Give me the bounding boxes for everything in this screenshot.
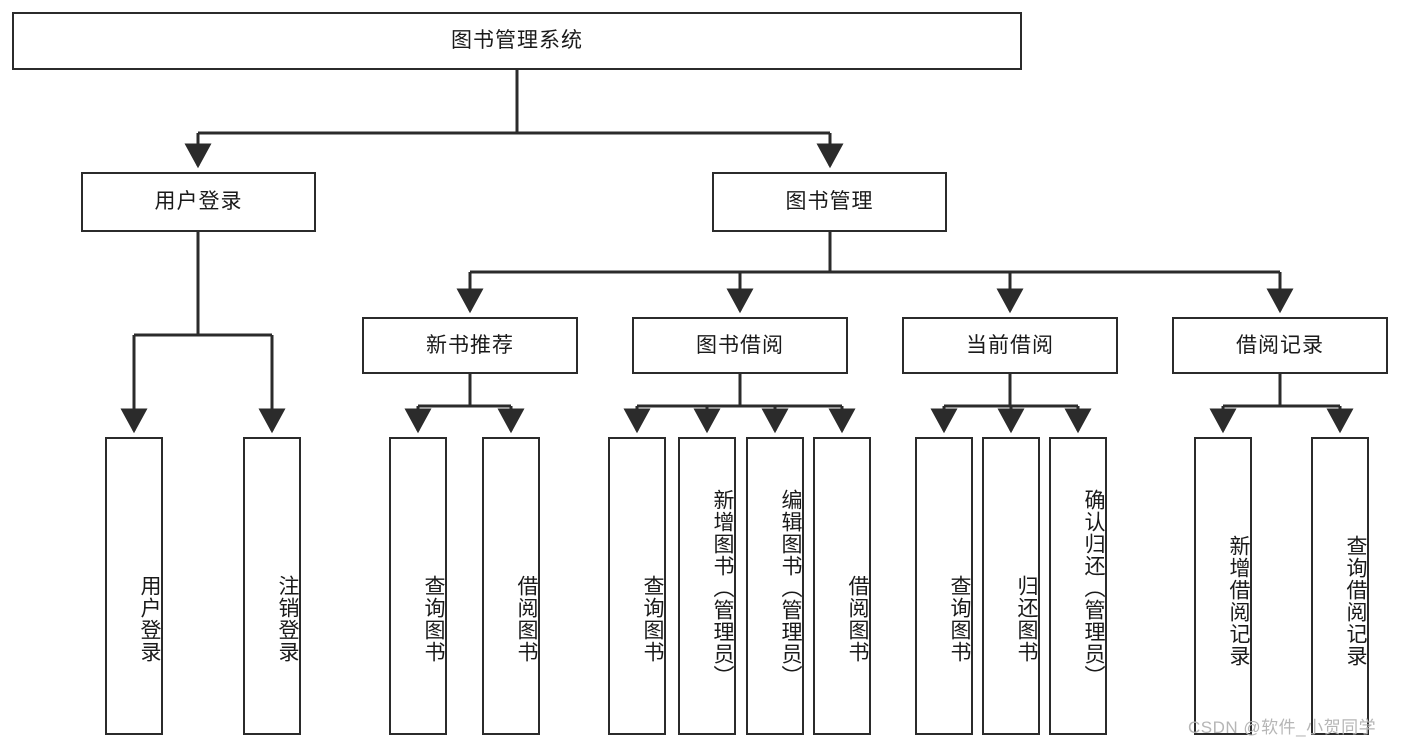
node-leaf-new-book-rec-1-label: 查询图书	[422, 575, 445, 663]
node-leaf-new-book-rec-2-label: 借阅图书	[515, 575, 538, 663]
node-leaf-borrow-record-1-label: 新增借阅记录	[1227, 535, 1250, 667]
node-leaf-current-borrow-3-label: 确认归还（管理员）	[1082, 489, 1105, 687]
node-leaf-book-borrow-3[interactable]: 编辑图书（管理员）	[746, 437, 804, 735]
node-book-borrow[interactable]: 图书借阅	[632, 317, 848, 374]
node-leaf-borrow-record-1[interactable]: 新增借阅记录	[1194, 437, 1252, 735]
node-leaf-user-login-1-label: 用户登录	[138, 575, 161, 663]
node-leaf-current-borrow-3[interactable]: 确认归还（管理员）	[1049, 437, 1107, 735]
node-user-login[interactable]: 用户登录	[81, 172, 316, 232]
node-leaf-user-login-2[interactable]: 注销登录	[243, 437, 301, 735]
node-new-book-rec-label: 新书推荐	[426, 333, 514, 357]
node-user-login-label: 用户登录	[154, 190, 243, 214]
node-leaf-book-borrow-1-label: 查询图书	[641, 575, 664, 663]
node-leaf-book-borrow-4[interactable]: 借阅图书	[813, 437, 871, 735]
node-leaf-new-book-rec-2[interactable]: 借阅图书	[482, 437, 540, 735]
node-root-label: 图书管理系统	[451, 29, 583, 53]
node-leaf-book-borrow-3-label: 编辑图书（管理员）	[779, 489, 802, 687]
node-leaf-book-borrow-2[interactable]: 新增图书（管理员）	[678, 437, 736, 735]
node-leaf-book-borrow-4-label: 借阅图书	[846, 575, 869, 663]
node-leaf-current-borrow-2[interactable]: 归还图书	[982, 437, 1040, 735]
node-book-borrow-label: 图书借阅	[696, 333, 784, 357]
node-leaf-user-login-1[interactable]: 用户登录	[105, 437, 163, 735]
node-current-borrow[interactable]: 当前借阅	[902, 317, 1118, 374]
node-leaf-current-borrow-1-label: 查询图书	[948, 575, 971, 663]
node-current-borrow-label: 当前借阅	[966, 333, 1054, 357]
node-leaf-borrow-record-2-label: 查询借阅记录	[1344, 535, 1367, 667]
node-leaf-new-book-rec-1[interactable]: 查询图书	[389, 437, 447, 735]
node-new-book-rec[interactable]: 新书推荐	[362, 317, 578, 374]
node-leaf-book-borrow-2-label: 新增图书（管理员）	[711, 489, 734, 687]
node-leaf-current-borrow-1[interactable]: 查询图书	[915, 437, 973, 735]
node-leaf-current-borrow-2-label: 归还图书	[1015, 575, 1038, 663]
node-root[interactable]: 图书管理系统	[12, 12, 1022, 70]
node-leaf-borrow-record-2[interactable]: 查询借阅记录	[1311, 437, 1369, 735]
node-book-manage-label: 图书管理	[785, 190, 874, 214]
node-leaf-user-login-2-label: 注销登录	[276, 575, 299, 663]
node-borrow-record-label: 借阅记录	[1236, 333, 1324, 357]
node-leaf-book-borrow-1[interactable]: 查询图书	[608, 437, 666, 735]
node-borrow-record[interactable]: 借阅记录	[1172, 317, 1388, 374]
node-book-manage[interactable]: 图书管理	[712, 172, 947, 232]
